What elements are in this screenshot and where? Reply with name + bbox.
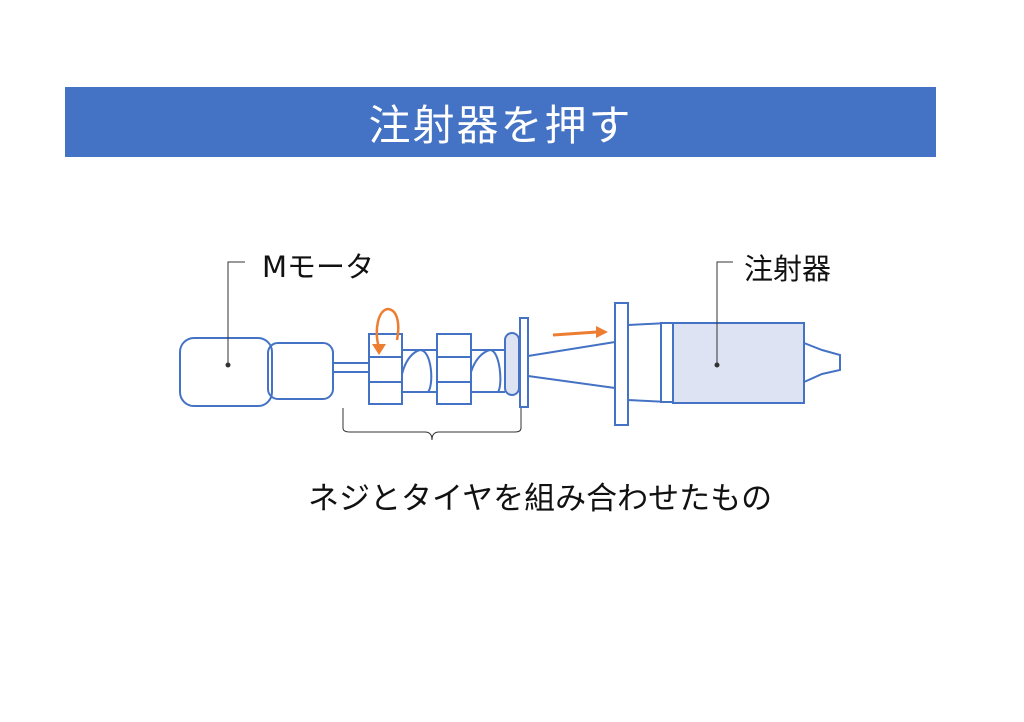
motor-body <box>179 337 273 407</box>
nut-right <box>436 333 472 405</box>
tire-wheel <box>504 332 520 396</box>
syringe-barrel <box>672 322 805 404</box>
slide-title: 注射器を押す <box>368 100 633 150</box>
motor-shaft <box>332 362 371 373</box>
motor-callout-line <box>227 261 245 364</box>
cone-connector <box>527 341 616 389</box>
motor-label: Mモータ <box>262 250 375 284</box>
plunger-ring <box>660 322 674 403</box>
title-bar: 注射器を押す <box>65 87 936 157</box>
syringe-callout-line <box>716 261 733 364</box>
motor-gear-housing <box>267 342 334 400</box>
syringe-tip <box>803 341 841 384</box>
rotation-arrowhead <box>372 344 386 355</box>
push-arrowhead <box>596 326 608 338</box>
mechanism-label: ネジとタイヤを組み合わせたもの <box>308 481 773 517</box>
syringe-label: 注射器 <box>744 252 832 286</box>
syringe-flange <box>614 302 629 426</box>
rotation-arrow <box>375 307 400 349</box>
push-plate <box>519 317 529 408</box>
motor-callout-dot <box>225 362 231 368</box>
syringe-callout-dot <box>714 362 720 368</box>
mechanism-brace <box>342 408 522 441</box>
push-arrow-line <box>552 330 598 337</box>
